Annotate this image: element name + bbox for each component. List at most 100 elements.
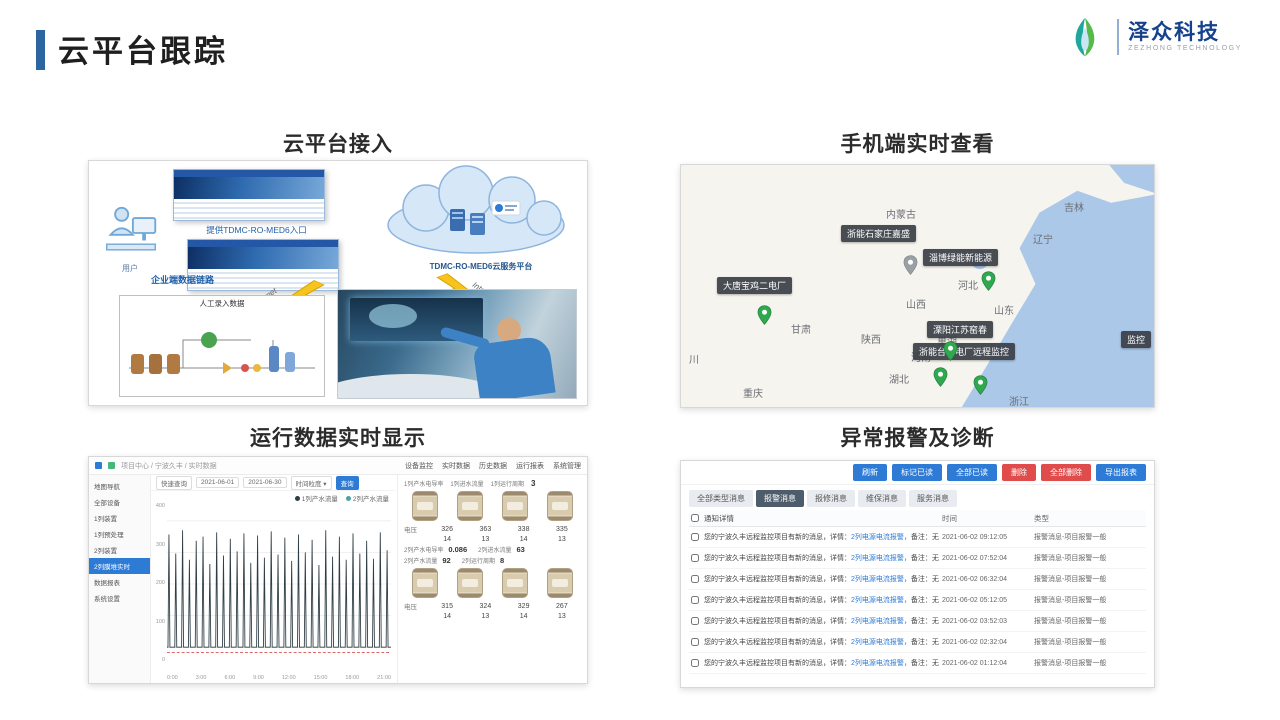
map-pin-green[interactable]	[933, 367, 948, 387]
row-checkbox[interactable]	[691, 638, 699, 646]
table-row[interactable]: 您的宁波久丰远程监控项目有新的消息，详情：2列电源电流报警，备注：无 2021-…	[689, 611, 1146, 632]
province-label: 川	[689, 355, 699, 366]
message-suffix: 备注：无	[910, 555, 939, 562]
sidebar-item[interactable]: 地图导航	[94, 484, 120, 491]
alarm-message: 您的宁波久丰远程监控项目有新的消息，详情：2列电源电流报警，备注：无	[704, 532, 942, 542]
reading: 338	[517, 525, 530, 533]
logo-subtitle: ZEZHONG TECHNOLOGY	[1128, 45, 1242, 53]
nav-item[interactable]: 实时数据	[442, 462, 470, 470]
row-checkbox[interactable]	[691, 617, 699, 625]
map-pin-grey[interactable]	[903, 255, 918, 275]
row-checkbox[interactable]	[691, 533, 699, 541]
legend-item: 2列产水流量	[345, 493, 389, 503]
alarm-table: 通知详情 时间 类型 您的宁波久丰远程监控项目有新的消息，详情：2列电源电流报警…	[689, 510, 1146, 685]
sidebar-item[interactable]: 2列装置	[94, 548, 118, 555]
message-prefix: 您的宁波久丰远程监控项目有新的消息，详情：	[704, 660, 851, 667]
logo-text: 泽众科技 ZEZHONG TECHNOLOGY	[1128, 21, 1242, 53]
thumb-header	[174, 170, 324, 177]
reading: 324	[479, 602, 492, 610]
all-read-button[interactable]: 全部已读	[947, 464, 997, 481]
map-pin-green[interactable]	[757, 305, 772, 325]
row-checkbox[interactable]	[691, 554, 699, 562]
filter-granularity-select[interactable]: 时间粒度 ▾	[290, 475, 332, 490]
row-checkbox[interactable]	[691, 659, 699, 667]
reading: 335	[556, 525, 568, 533]
map-pin-green[interactable]	[973, 375, 988, 395]
sidebar-item[interactable]: 全部设备	[94, 500, 120, 507]
metric-value: 92	[442, 556, 451, 565]
alarm-message: 您的宁波久丰远程监控项目有新的消息，详情：2列电源电流报警，备注：无	[704, 658, 942, 668]
tab-all-messages[interactable]: 全部类型消息	[689, 490, 753, 507]
heading-cloud-access: 云平台接入	[283, 133, 393, 156]
data-link-caption: 企业端数据链路	[151, 275, 215, 285]
message-suffix: 备注：无	[910, 534, 939, 541]
photo-person-body	[472, 334, 556, 398]
alarm-time: 2021-06-02 02:32:04	[942, 638, 1007, 646]
delete-all-button[interactable]: 全部删除	[1041, 464, 1091, 481]
tab-repair-messages[interactable]: 报修消息	[807, 490, 855, 507]
membrane-module-icon	[457, 491, 483, 521]
table-row[interactable]: 您的宁波久丰远程监控项目有新的消息，详情：2列电源电流报警，备注：无 2021-…	[689, 632, 1146, 653]
map-pin-green[interactable]	[943, 341, 958, 361]
x-tick: 0:00	[167, 675, 178, 681]
alarm-time: 2021-06-02 09:12:05	[942, 533, 1007, 541]
table-row[interactable]: 您的宁波久丰远程监控项目有新的消息，详情：2列电源电流报警，备注：无 2021-…	[689, 653, 1146, 674]
site-label: 淄博绿能新能源	[923, 249, 999, 266]
row-checkbox[interactable]	[691, 596, 699, 604]
tab-service-messages[interactable]: 服务消息	[909, 490, 957, 507]
table-row[interactable]: 您的宁波久丰远程监控项目有新的消息，详情：2列电源电流报警，备注：无 2021-…	[689, 548, 1146, 569]
legend-label: 2列产水流量	[352, 496, 389, 503]
panel-alarm-table: 刷新 标记已读 全部已读 删除 全部删除 导出报表 全部类型消息 报警消息 报修…	[680, 460, 1155, 688]
nav-item[interactable]: 系统管理	[553, 462, 581, 470]
message-detail: 2列电源电流报警，	[851, 576, 911, 583]
reading: 329	[517, 602, 530, 610]
reading-row: 14 13 14 13	[404, 613, 581, 620]
row-checkbox[interactable]	[691, 575, 699, 583]
sidebar-item[interactable]: 系统设置	[94, 596, 120, 603]
table-row[interactable]: 您的宁波久丰远程监控项目有新的消息，详情：2列电源电流报警，备注：无 2021-…	[689, 527, 1146, 548]
tab-alarm-messages[interactable]: 报警消息	[756, 490, 804, 507]
sidebar-item-active[interactable]: 2列膜堆实时	[89, 558, 150, 574]
table-row[interactable]: 您的宁波久丰远程监控项目有新的消息，详情：2列电源电流报警，备注：无 2021-…	[689, 569, 1146, 590]
sidebar-item[interactable]: 1列装置	[94, 516, 118, 523]
logo-name: 泽众科技	[1128, 20, 1221, 44]
message-detail: 2列电源电流报警，	[851, 534, 911, 541]
breadcrumb: 项目中心 / 宁波久丰 / 实时数据	[121, 462, 217, 470]
sidebar-item[interactable]: 数据报表	[94, 580, 120, 587]
province-label: 山东	[994, 306, 1014, 317]
x-axis-ticks: 0:00 3:00 6:00 9:00 12:00 15:00 18:00 21…	[167, 675, 391, 681]
column-header: 通知详情	[704, 513, 734, 523]
alarm-message: 您的宁波久丰远程监控项目有新的消息，详情：2列电源电流报警，备注：无	[704, 553, 942, 563]
filter-end-date[interactable]: 2021-06-30	[243, 477, 287, 488]
alarm-time: 2021-06-02 01:12:04	[942, 659, 1007, 667]
tab-maint-messages[interactable]: 维保消息	[858, 490, 906, 507]
filter-start-date[interactable]: 2021-06-01	[196, 477, 240, 488]
map-pin-green[interactable]	[981, 271, 996, 291]
mark-read-button[interactable]: 标记已读	[892, 464, 942, 481]
table-row[interactable]: 您的宁波久丰远程监控项目有新的消息，详情：2列电源电流报警，备注：无 2021-…	[689, 590, 1146, 611]
message-prefix: 您的宁波久丰远程监控项目有新的消息，详情：	[704, 597, 851, 604]
export-button[interactable]: 导出报表	[1096, 464, 1146, 481]
thumb-content	[174, 199, 324, 220]
nav-item[interactable]: 运行报表	[516, 462, 544, 470]
refresh-button[interactable]: 刷新	[853, 464, 887, 481]
nav-item[interactable]: 历史数据	[479, 462, 507, 470]
select-all-checkbox[interactable]	[691, 514, 699, 522]
dashboard-topbar: 项目中心 / 宁波久丰 / 实时数据 设备监控 实时数据 历史数据 运行报表 系…	[89, 457, 587, 475]
sidebar-item[interactable]: 1列预处理	[94, 532, 124, 539]
query-button[interactable]: 查询	[335, 475, 359, 490]
delete-button[interactable]: 删除	[1002, 464, 1036, 481]
portal-caption: 提供TDMC-RO-MED6入口	[206, 225, 307, 235]
metric-label: 1列产水电导率	[404, 482, 444, 488]
alarm-time: 2021-06-02 03:52:03	[942, 617, 1007, 625]
x-tick: 18:00	[345, 675, 360, 681]
membrane-module-icon	[547, 568, 573, 598]
alarm-message: 您的宁波久丰远程监控项目有新的消息，详情：2列电源电流报警，备注：无	[704, 595, 942, 605]
reading: 13	[557, 613, 566, 620]
reading: 14	[519, 536, 528, 543]
nav-item[interactable]: 设备监控	[405, 462, 433, 470]
y-tick: 200	[155, 580, 165, 586]
x-tick: 12:00	[281, 675, 296, 681]
message-prefix: 您的宁波久丰远程监控项目有新的消息，详情：	[704, 534, 851, 541]
filter-quick[interactable]: 快速查询	[156, 475, 192, 490]
